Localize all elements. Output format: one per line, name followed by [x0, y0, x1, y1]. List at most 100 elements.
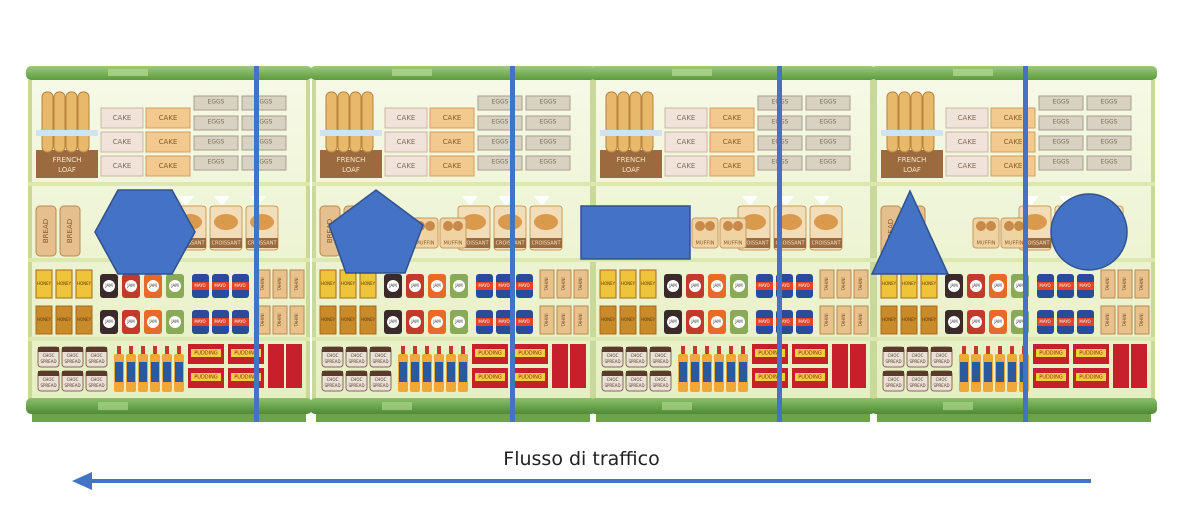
- tahini-label: TAHINI: [824, 313, 829, 327]
- egg-carton: [241, 155, 287, 171]
- jam-label: JAM: [1015, 319, 1024, 324]
- egg-carton: [193, 155, 239, 171]
- french-loaf: [629, 91, 642, 153]
- jam-label: JAM: [410, 319, 419, 324]
- pudding-label: PUDDING: [798, 375, 822, 381]
- tahini-jar: [539, 305, 555, 335]
- choc-spread-label: CHOC: [43, 353, 55, 358]
- pudding-band: [475, 373, 505, 381]
- choc-spread-lid: [322, 347, 343, 352]
- jam-label-disc: [125, 280, 137, 292]
- choc-spread-label: SPREAD: [372, 383, 388, 388]
- mayo-label-band: [1057, 282, 1074, 290]
- cake-label: CAKE: [958, 162, 977, 170]
- cake-box: [709, 107, 755, 129]
- jam-label-disc: [992, 280, 1004, 292]
- muffin-label: MUFFIN: [444, 241, 463, 247]
- shelf-post: [1151, 80, 1155, 400]
- honey-label: HONEY: [922, 281, 937, 286]
- cake-label: CAKE: [723, 114, 742, 122]
- choc-spread-label: SPREAD: [652, 383, 668, 388]
- honey-jar: [319, 305, 337, 335]
- mayo-label: MAYO: [498, 319, 509, 324]
- mayo-label-band: [516, 282, 533, 290]
- honey-label: HONEY: [77, 281, 92, 286]
- choc-spread-lid: [931, 347, 952, 352]
- choc-spread-lid: [86, 347, 107, 352]
- choc-spread-lid: [370, 371, 391, 376]
- egg-carton: [241, 95, 287, 111]
- choc-spread-label: SPREAD: [88, 383, 104, 388]
- shelf-board: [873, 258, 1155, 262]
- bottle-cap: [962, 346, 966, 354]
- choc-spread-label: SPREAD: [348, 383, 364, 388]
- jam-label-disc: [970, 280, 982, 292]
- choc-spread-label: CHOC: [936, 377, 948, 382]
- shelf-board: [312, 182, 594, 186]
- cake-box: [429, 107, 475, 129]
- bottle-label: [459, 362, 467, 382]
- mayo-label: MAYO: [234, 283, 245, 288]
- muffin: [1014, 221, 1024, 231]
- pudding-label: PUDDING: [1039, 375, 1063, 381]
- shelf-post: [870, 80, 874, 400]
- bag-top: [814, 196, 830, 206]
- jam-label: JAM: [668, 319, 677, 324]
- muffin-label: MUFFIN: [416, 241, 435, 247]
- choc-spread-label: CHOC: [888, 377, 900, 382]
- muffin: [443, 221, 453, 231]
- jam-label: JAM: [170, 283, 179, 288]
- shelf-top-highlight: [953, 69, 993, 76]
- jam-label-disc: [733, 316, 745, 328]
- croissant-band: [530, 238, 562, 248]
- cake-box: [429, 155, 475, 177]
- zone-divider-line: [777, 66, 782, 422]
- choc-spread-label: SPREAD: [933, 359, 949, 364]
- jam-label: JAM: [734, 283, 743, 288]
- jam-label: JAM: [668, 283, 677, 288]
- eggs-label: EGGS: [820, 159, 837, 166]
- jam-label: JAM: [454, 283, 463, 288]
- muffin-label: MUFFIN: [1005, 241, 1024, 247]
- zone-divider-line: [510, 66, 515, 422]
- pudding-label: PUDDING: [758, 375, 782, 381]
- choc-spread-label: SPREAD: [324, 383, 340, 388]
- jam-label: JAM: [734, 319, 743, 324]
- choc-spread-label: CHOC: [67, 377, 79, 382]
- mayo-label: MAYO: [778, 283, 789, 288]
- croissant-label: CROISSANT: [775, 241, 805, 247]
- honey-label: HONEY: [361, 281, 376, 286]
- jam-label-disc: [453, 316, 465, 328]
- pudding-band: [755, 373, 785, 381]
- cake-box: [429, 131, 475, 153]
- tahini-jar: [289, 269, 305, 299]
- pudding-box: [1131, 344, 1147, 388]
- egg-carton: [1086, 155, 1132, 171]
- egg-carton: [1038, 135, 1084, 151]
- tahini-jar: [272, 269, 288, 299]
- tahini-label: TAHINI: [578, 313, 583, 327]
- pentagon-marker: [328, 189, 424, 274]
- muffin: [976, 221, 986, 231]
- tahini-label: TAHINI: [260, 313, 265, 327]
- jam-label-disc: [667, 280, 679, 292]
- egg-carton: [1086, 95, 1132, 111]
- bottle-cap: [153, 346, 157, 354]
- pudding-label: PUDDING: [798, 351, 822, 357]
- bag-top: [214, 196, 230, 206]
- mayo-label-band: [212, 318, 229, 326]
- jam-label-disc: [125, 316, 137, 328]
- muffin: [705, 221, 715, 231]
- french-loaf-label: FRENCH: [617, 156, 646, 164]
- crate-label-band: [881, 130, 943, 136]
- shelf-top-highlight: [392, 69, 432, 76]
- mayo-label: MAYO: [1059, 283, 1070, 288]
- jam-label-disc: [667, 316, 679, 328]
- shelf-base: [590, 398, 876, 414]
- honey-jar: [920, 305, 938, 335]
- cake-label: CAKE: [677, 162, 696, 170]
- shelf-foot: [877, 414, 1151, 422]
- bag-top: [178, 196, 194, 206]
- mayo-label-band: [496, 318, 513, 326]
